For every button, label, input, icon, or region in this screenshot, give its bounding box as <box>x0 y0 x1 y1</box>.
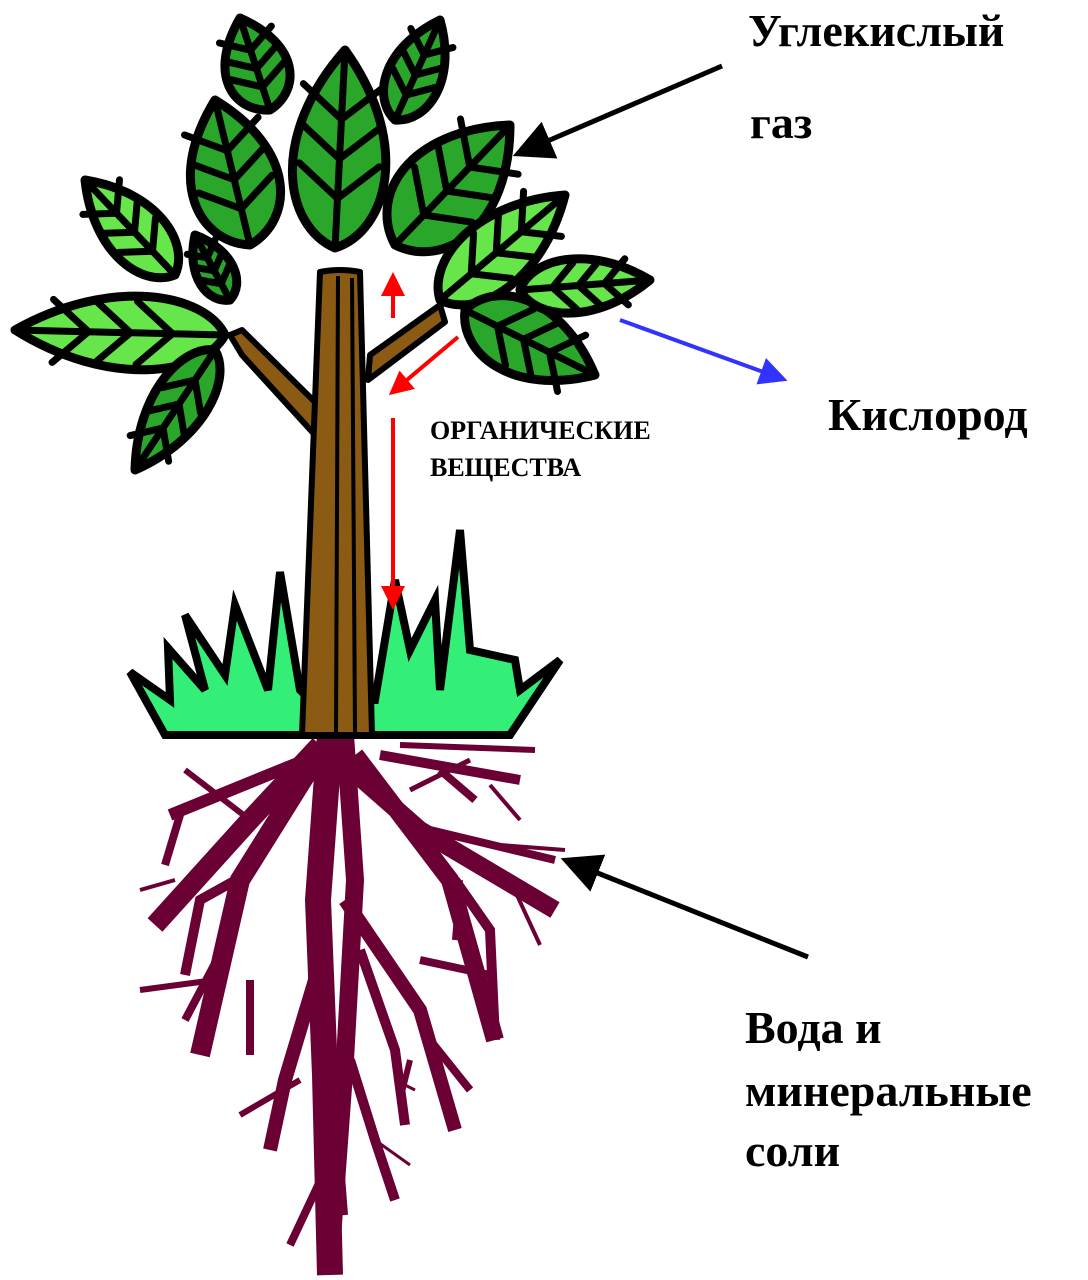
trunk <box>302 270 372 735</box>
co2-label-line1: Углекислый <box>748 8 1004 54</box>
water-label-line3: соли <box>745 1128 840 1174</box>
water-label-line2: минеральные <box>745 1068 1032 1114</box>
organic-label-line2: ВЕЩЕСТВА <box>430 455 581 481</box>
oxygen-label: Кислород <box>828 392 1028 438</box>
water-label-line1: Вода и <box>745 1005 882 1051</box>
roots <box>140 735 565 1275</box>
co2-label-line2: газ <box>750 100 812 146</box>
oxygen-arrow <box>620 320 780 378</box>
water-pointer-arrow <box>570 862 808 957</box>
co2-pointer-arrow <box>522 66 722 152</box>
organic-label-line1: ОРГАНИЧЕСКИЕ <box>430 418 651 444</box>
